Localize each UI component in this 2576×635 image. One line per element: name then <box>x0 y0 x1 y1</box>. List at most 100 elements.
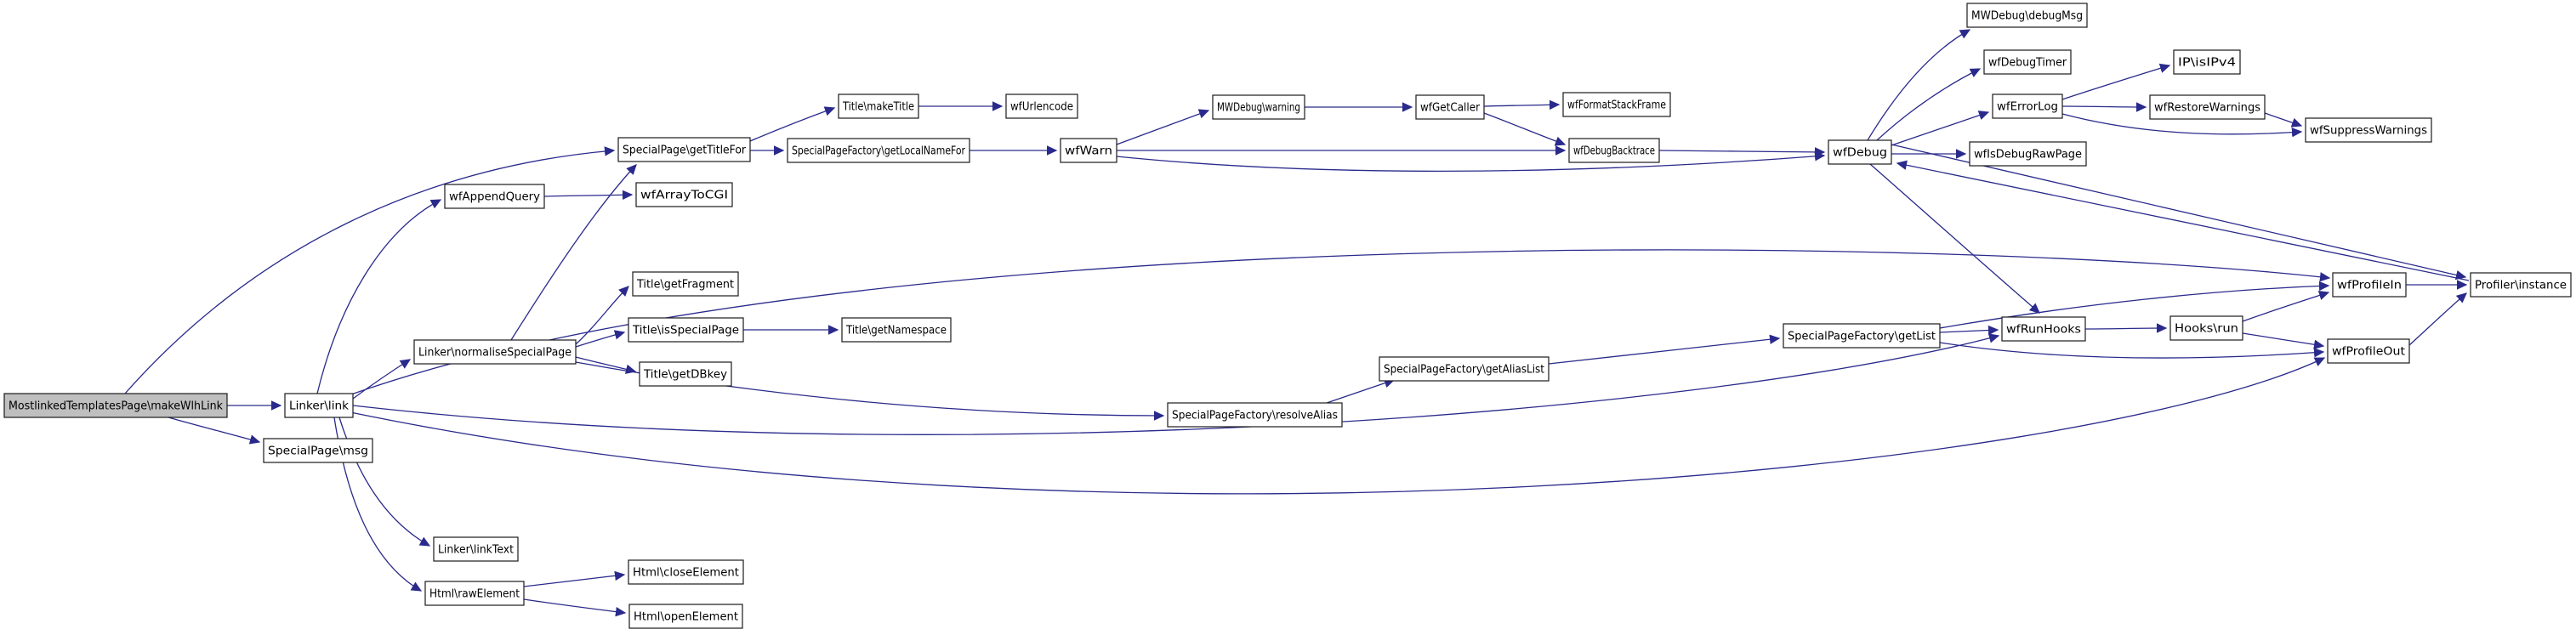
node-box <box>1966 3 2088 28</box>
node-wfIsDebugRawPage[interactable]: wfIsDebugRawPage <box>1969 141 2087 167</box>
edge-normaliseSpecialPage-to-getFragment <box>575 286 629 345</box>
node-box <box>3 393 228 418</box>
node-wfWarn[interactable]: wfWarn <box>1060 138 1117 163</box>
edges-layer <box>124 29 2470 617</box>
node-box <box>424 581 525 606</box>
node-box <box>617 137 751 162</box>
node-box <box>284 393 354 418</box>
node-debugMsg[interactable]: MWDebug\debugMsg <box>1966 3 2088 28</box>
node-box <box>1969 141 2087 167</box>
node-getLocalNameFor[interactable]: SpecialPageFactory\getLocalNameFor <box>787 138 970 163</box>
node-box <box>1379 356 1550 382</box>
node-ip_isipv4[interactable]: IP\isIPv4 <box>2173 49 2241 75</box>
node-wfProfileOut[interactable]: wfProfileOut <box>2327 338 2410 364</box>
node-box <box>1983 49 2072 75</box>
node-wfGetCaller[interactable]: wfGetCaller <box>1415 94 1485 120</box>
edge-resolveAlias-to-getAliasList <box>1326 378 1396 404</box>
node-linkText[interactable]: Linker\linkText <box>433 536 519 562</box>
edge-wfErrorLog-to-wfRestoreWarnings <box>2061 102 2147 112</box>
edge-wfWarn-to-mwdebug_warning <box>1116 109 1210 145</box>
node-getAliasList[interactable]: SpecialPageFactory\getAliasList <box>1379 356 1550 382</box>
node-wfErrorLog[interactable]: wfErrorLog <box>1992 94 2063 119</box>
node-makeTitle[interactable]: Title\makeTitle <box>838 94 919 119</box>
node-box <box>1212 94 1305 120</box>
node-box <box>1828 139 1892 165</box>
node-box <box>2470 272 2572 298</box>
node-box <box>2169 315 2243 341</box>
node-box <box>628 559 744 585</box>
node-wfAppendQuery[interactable]: wfAppendQuery <box>444 184 545 209</box>
node-box <box>433 536 519 562</box>
edge-wfGetCaller-to-wfFormatStackFrame <box>1483 99 1561 111</box>
node-closeElement[interactable]: Html\closeElement <box>628 559 744 585</box>
node-box <box>1568 138 1660 163</box>
edge-wfWarn-to-wfDebug <box>1116 151 1826 173</box>
node-linker_link[interactable]: Linker\link <box>284 393 354 418</box>
node-wfDebug[interactable]: wfDebug <box>1828 139 1892 165</box>
node-box <box>628 317 744 343</box>
edge-wfGetCaller-to-wfDebugBacktrace <box>1483 112 1567 146</box>
edge-getList-to-wfRunHooks <box>1939 325 1999 336</box>
edge-linker_link-to-wfAppendQuery <box>316 199 442 394</box>
node-box <box>1060 138 1117 163</box>
edge-normaliseSpecialPage-to-getDBkey <box>575 356 637 374</box>
edge-profiler_instance-to-wfDebug <box>1896 160 2470 281</box>
node-wfSuppressWarnings[interactable]: wfSuppressWarnings <box>2305 117 2432 143</box>
node-normaliseSpecialPage[interactable]: Linker\normaliseSpecialPage <box>413 339 577 365</box>
edge-wfDebugBacktrace-to-wfDebug <box>1658 147 1826 157</box>
edge-wfProfileOut-to-profiler_instance <box>2408 292 2467 346</box>
node-wfUrlencode[interactable]: wfUrlencode <box>1005 94 1078 119</box>
node-box <box>628 604 743 629</box>
node-getNamespace[interactable]: Title\getNamespace <box>841 317 952 343</box>
node-box <box>632 271 739 297</box>
edge-wfDebug-to-wfDebugTimer <box>1876 68 1982 141</box>
node-specialpage_msg[interactable]: SpecialPage\msg <box>263 438 373 463</box>
edge-getTitleFor-to-makeTitle <box>749 106 836 142</box>
node-mwdebug_warning[interactable]: MWDebug\warning <box>1212 94 1305 120</box>
node-openElement[interactable]: Html\openElement <box>628 604 743 629</box>
node-profiler_instance[interactable]: Profiler\instance <box>2470 272 2572 298</box>
node-wfArrayToCGI[interactable]: wfArrayToCGI <box>635 182 733 207</box>
node-box <box>2173 49 2241 75</box>
node-box <box>1167 402 1343 428</box>
node-box <box>787 138 970 163</box>
edge-hooks_run-to-wfProfileOut <box>2242 332 2325 349</box>
node-rawElement[interactable]: Html\rawElement <box>424 581 525 606</box>
edge-wfRunHooks-to-hooks_run <box>2084 323 2168 333</box>
node-wfProfileIn[interactable]: wfProfileIn <box>2332 272 2407 298</box>
node-getDBkey[interactable]: Title\getDBkey <box>639 361 732 387</box>
edge-makeWlhLink-to-specialpage_msg <box>168 417 261 445</box>
node-hooks_run[interactable]: Hooks\run <box>2169 315 2243 341</box>
node-makeWlhLink[interactable]: MostlinkedTemplatesPage\makeWlhLink <box>3 393 228 418</box>
edge-rawElement-to-openElement <box>523 598 627 617</box>
edge-wfDebug-to-wfRunHooks <box>1869 163 2040 314</box>
node-resolveAlias[interactable]: SpecialPageFactory\resolveAlias <box>1167 402 1343 428</box>
node-getList[interactable]: SpecialPageFactory\getList <box>1783 323 1941 349</box>
node-box <box>2327 338 2410 364</box>
node-box <box>1562 92 1671 117</box>
node-wfDebugBacktrace[interactable]: wfDebugBacktrace <box>1568 138 1660 163</box>
node-wfFormatStackFrame[interactable]: wfFormatStackFrame <box>1562 92 1671 117</box>
edge-wfAppendQuery-to-wfArrayToCGI <box>543 190 634 201</box>
node-box <box>413 339 577 365</box>
node-wfRestoreWarnings[interactable]: wfRestoreWarnings <box>2149 94 2266 120</box>
node-isSpecialPage[interactable]: Title\isSpecialPage <box>628 317 744 343</box>
node-wfRunHooks[interactable]: wfRunHooks <box>2001 316 2086 342</box>
node-getTitleFor[interactable]: SpecialPage\getTitleFor <box>617 137 751 162</box>
node-wfDebugTimer[interactable]: wfDebugTimer <box>1983 49 2072 75</box>
node-box <box>1005 94 1078 119</box>
edge-hooks_run-to-wfProfileIn <box>2242 290 2330 322</box>
node-box <box>2001 316 2086 342</box>
edge-rawElement-to-closeElement <box>523 570 626 587</box>
node-getFragment[interactable]: Title\getFragment <box>632 271 739 297</box>
node-box <box>1992 94 2063 119</box>
edge-linker_link-to-normaliseSpecialPage <box>352 359 412 400</box>
edge-wfDebug-to-debugMsg <box>1867 29 1971 141</box>
edge-normaliseSpecialPage-to-getTitleFor <box>510 164 637 341</box>
node-box <box>639 361 732 387</box>
node-box <box>838 94 919 119</box>
edge-getList-to-wfProfileIn <box>1939 281 2330 329</box>
